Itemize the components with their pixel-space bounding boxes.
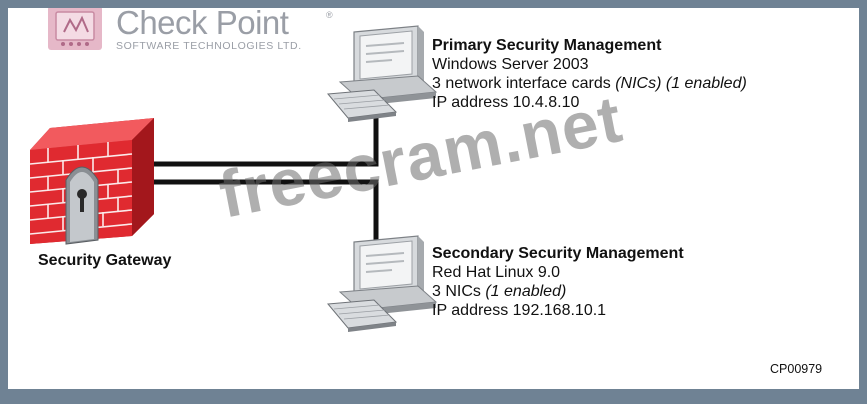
link-to-primary [154, 98, 379, 167]
logo-registered-mark: ® [326, 10, 333, 20]
secondary-management-info: Secondary Security Management Red Hat Li… [432, 244, 684, 320]
primary-management-info: Primary Security Management Windows Serv… [432, 36, 747, 112]
network-diagram [29, 8, 438, 332]
secondary-title: Secondary Security Management [432, 245, 684, 262]
primary-title: Primary Security Management [432, 37, 662, 54]
security-gateway-label: Security Gateway [38, 252, 172, 269]
secondary-ip: IP address 192.168.10.1 [432, 302, 607, 319]
secondary-nics-note: (1 enabled) [485, 283, 567, 300]
logo-wordmark: Check Point [116, 8, 289, 41]
secondary-nics: 3 NICs (1 enabled) [432, 282, 684, 301]
secondary-nics-text: 3 NICs [432, 283, 486, 300]
primary-ip: IP address 10.4.8.10 [432, 94, 580, 111]
primary-nics-text: 3 network interface cards [432, 75, 616, 92]
diagram-canvas: Check Point ® SOFTWARE TECHNOLOGIES LTD.… [8, 8, 859, 389]
primary-nics-note: (NICs) (1 enabled) [615, 75, 747, 92]
firewall-icon [29, 118, 154, 245]
primary-os: Windows Server 2003 [432, 56, 589, 73]
secondary-computer-icon [327, 235, 438, 332]
secondary-os: Red Hat Linux 9.0 [432, 264, 561, 281]
logo-tagline: SOFTWARE TECHNOLOGIES LTD. [116, 40, 302, 52]
check-point-logo-icon [48, 8, 102, 50]
primary-nics: 3 network interface cards (NICs) (1 enab… [432, 74, 747, 93]
primary-computer-icon [327, 25, 438, 122]
figure-code: CP00979 [770, 362, 823, 376]
